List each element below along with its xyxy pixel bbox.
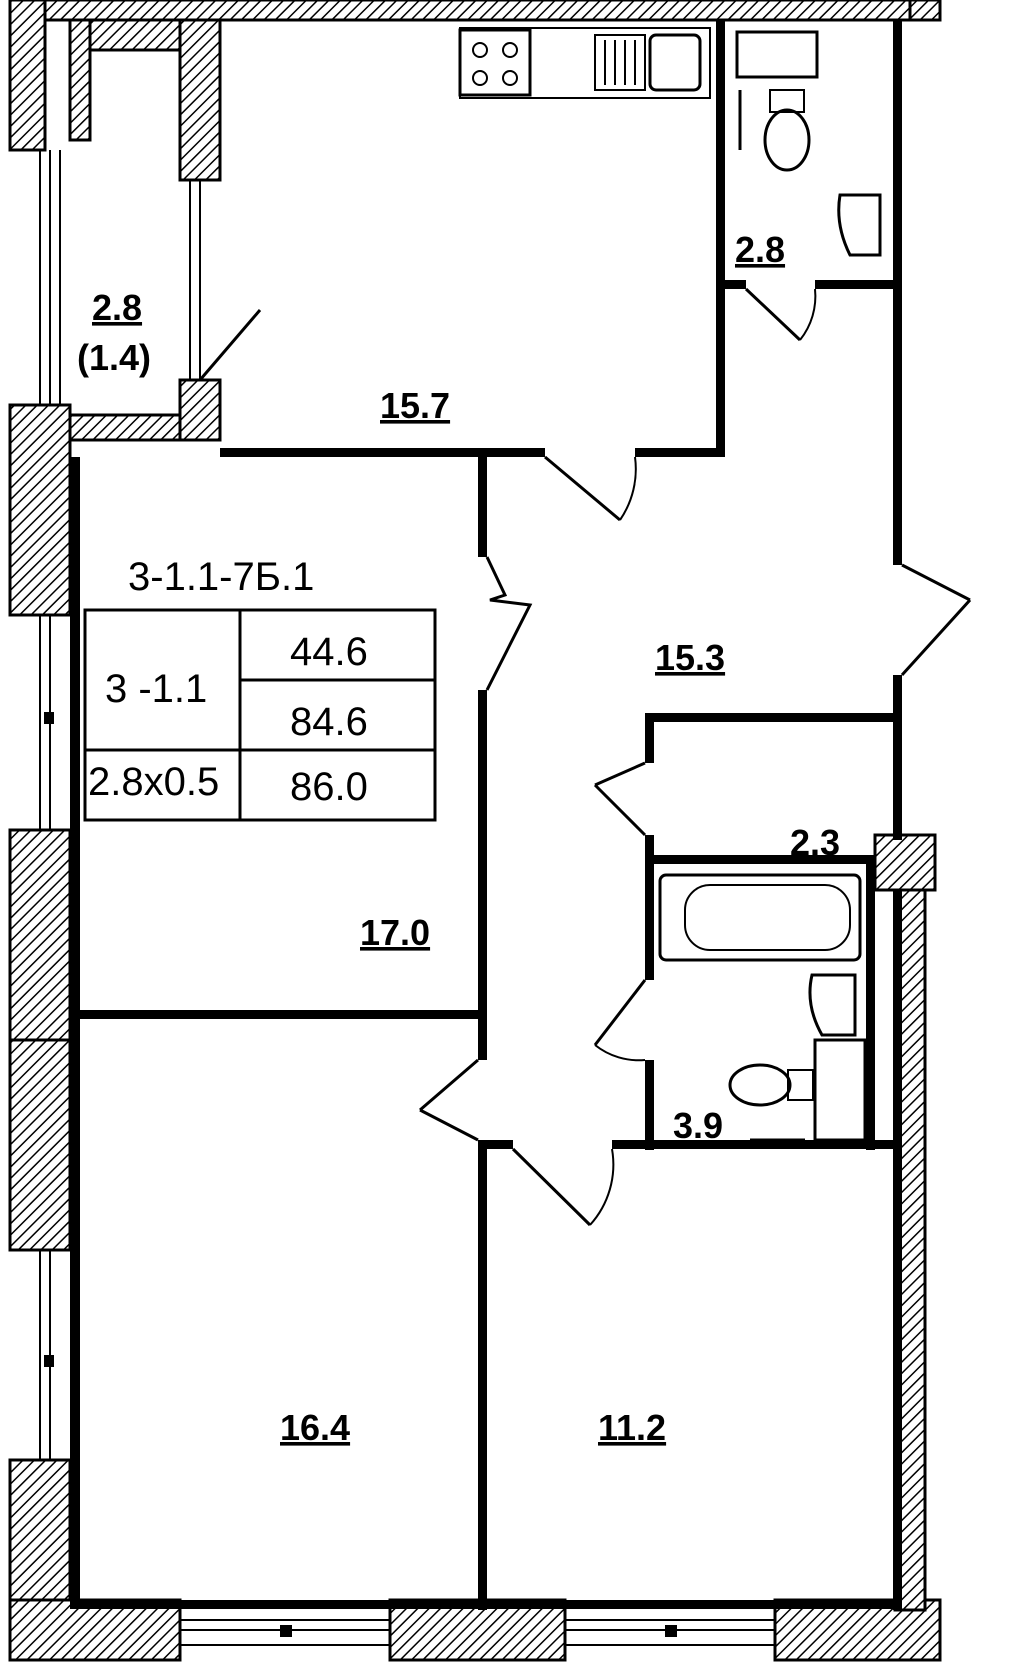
bathroom-sink-icon [808, 973, 857, 1037]
hall-area-label: 15.3 [655, 637, 725, 678]
kitchen-area-label: 15.7 [380, 385, 450, 426]
kitchen-sink-icon [648, 33, 702, 92]
bathroom-area-label: 3.9 [673, 1105, 723, 1146]
bathroom-toilet-icon [728, 1038, 867, 1142]
bedroom-1-area-label: 16.4 [280, 1407, 350, 1448]
apartment-info-table [83, 608, 437, 822]
exterior-walls [8, 0, 942, 1662]
table-type-label: 3 -1.1 [105, 667, 207, 711]
table-total-area-with-balcony: 86.0 [290, 765, 368, 809]
table-total-area: 84.6 [290, 700, 368, 744]
kitchen-stove-icon [458, 28, 532, 97]
table-living-area: 44.6 [290, 630, 368, 674]
wc-area-label: 2.8 [735, 229, 785, 270]
doors [198, 287, 972, 1227]
bathtub-icon [658, 873, 862, 962]
bedroom-2-area-label: 11.2 [598, 1407, 666, 1448]
windows [39, 150, 775, 1646]
interior-walls [70, 20, 902, 1610]
storage-area-label: 2.3 [790, 822, 840, 863]
balcony-area-label: 2.8 [92, 287, 142, 328]
living-room-area-label: 17.0 [360, 912, 430, 953]
wc-sink-icon [837, 193, 882, 257]
kitchen-counter-icon [459, 27, 711, 99]
table-balcony-label: 2.8x0.5 [88, 760, 219, 804]
plan-code: 3-1.1-7Б.1 [128, 555, 314, 599]
balcony-reduced-area-label: (1.4) [77, 337, 151, 378]
wc-toilet-icon [735, 30, 819, 172]
radiator-icon [738, 90, 805, 1142]
